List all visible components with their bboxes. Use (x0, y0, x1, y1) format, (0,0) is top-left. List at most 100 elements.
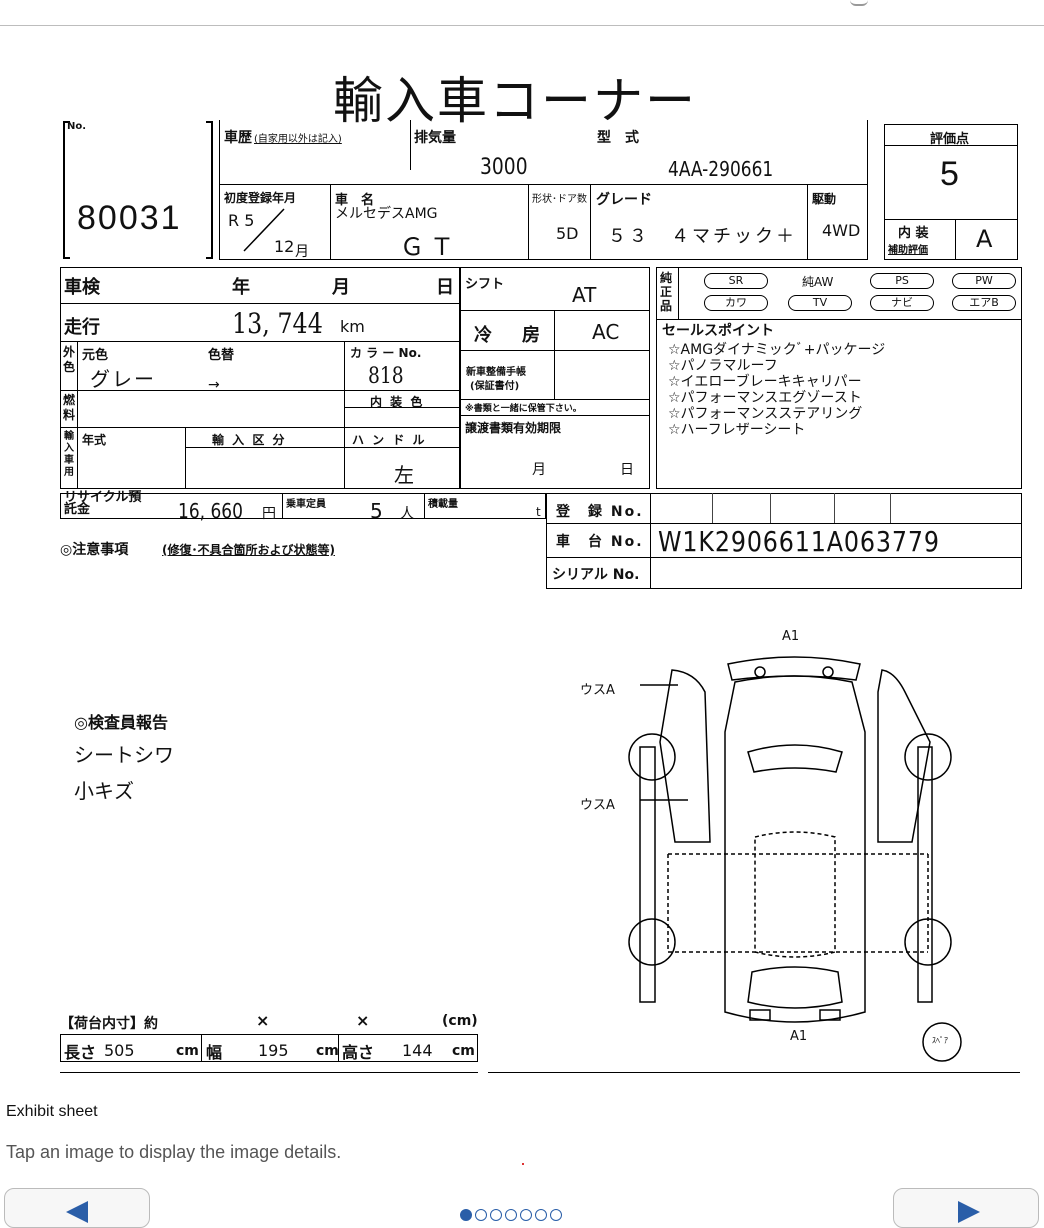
cargo-hgt-value: 144 (402, 1041, 433, 1060)
mileage-label: 走行 (64, 317, 100, 338)
score-label: 評価点 (930, 132, 970, 147)
cargo-wid-label: 幅 (206, 1043, 223, 1062)
sales-point-5: ☆パフォーマンスステアリング (668, 406, 863, 422)
pager-dot[interactable] (535, 1209, 547, 1221)
cargo-unit-paren: (cm) (442, 1013, 478, 1029)
inspection-label: 車検 (64, 277, 100, 298)
import-year-label: 年式 (82, 433, 107, 447)
interior-value: A (976, 225, 993, 253)
prev-image-button[interactable] (4, 1188, 150, 1228)
pager-dot[interactable] (460, 1209, 472, 1221)
body-label: 形状･ドア数 (532, 194, 587, 205)
recycle-unit: 円 (262, 506, 276, 522)
drive-value: 4WD (822, 221, 861, 240)
lot-no-label: No. (67, 121, 87, 132)
sales-point-6: ☆ハーフレザーシート (668, 422, 806, 438)
interior-sublabel: 補助評価 (888, 245, 928, 256)
displacement-label: 排気量 (414, 130, 456, 146)
equip-tv: TV (788, 295, 852, 311)
cargo-table (60, 1034, 478, 1062)
history-note: (自家用以外は記入) (254, 134, 342, 145)
sales-points-table (656, 267, 1022, 489)
chassis-no-value: W1K2906611A063779 (658, 525, 940, 558)
equip-navi: ナビ (870, 295, 934, 311)
pager-dots (460, 1206, 565, 1225)
pager-dot[interactable] (490, 1209, 502, 1221)
fuel-label: 燃料 (63, 393, 76, 422)
diagram-a1-bottom: A1 (790, 1029, 808, 1044)
recycle-label: リサイクル預託金 (64, 490, 142, 517)
cargo-times-1: × (256, 1011, 270, 1030)
grade-value: ５３ ４マチック＋ (608, 226, 797, 247)
orig-color-label: 元色 (82, 348, 109, 363)
import-side-label: 輸入車用 (64, 431, 74, 478)
diagram-mark-2: ウスA (580, 798, 615, 813)
load-unit: t (536, 505, 541, 519)
first-reg-label: 初度登録年月 (224, 191, 297, 205)
lot-bracket (63, 121, 213, 259)
inspector-line-2: 小キズ (74, 779, 134, 803)
load-label: 積載量 (428, 499, 458, 510)
shift-value: AT (572, 283, 597, 307)
color-side-label: 外色 (63, 345, 76, 374)
capacity-unit: 人 (400, 506, 414, 522)
model-code-label: 型 式 (597, 130, 639, 146)
cargo-hgt-label: 高さ (342, 1043, 375, 1062)
capacity-value: 5 (370, 499, 383, 523)
right-arrow-icon (958, 1201, 980, 1223)
grade-label: グレード (596, 192, 652, 208)
diagram-mark-1: ウスA (580, 683, 615, 698)
pager-dot[interactable] (550, 1209, 562, 1221)
pager-dot[interactable] (520, 1209, 532, 1221)
reg-no-label: 登 録 No. (556, 504, 644, 520)
import-category-label: 輸 入 区 分 (212, 433, 287, 447)
cargo-label: 【荷台内寸】約 (60, 1016, 158, 1032)
equip-pw: PW (952, 273, 1016, 289)
shift-table (460, 267, 650, 489)
chassis-no-label: 車 台 No. (556, 534, 644, 550)
car-damage-diagram (628, 656, 962, 1062)
model-code-value: 4AA-290661 (668, 157, 774, 181)
score-box (884, 124, 1018, 260)
genuine-side-label: 純正品 (660, 271, 673, 313)
sales-points-label: セールスポイント (662, 323, 774, 339)
car-maker: メルセデスAMG (335, 206, 438, 222)
handle-label: ハ ン ド ル (352, 433, 427, 447)
transfer-label: 譲渡書類有効期限 (465, 421, 562, 435)
recycle-row (60, 493, 546, 519)
car-model: ＧＴ (400, 233, 460, 261)
next-image-button[interactable] (893, 1188, 1039, 1228)
equip-airbag: エアB (952, 295, 1016, 311)
history-label: 車歴 (224, 130, 252, 146)
sales-point-2: ☆パノラマルーフ (668, 358, 778, 374)
top-divider (0, 25, 1044, 26)
mileage-unit: km (340, 317, 365, 336)
red-dot (522, 1163, 524, 1165)
pager-dot[interactable] (475, 1209, 487, 1221)
repaint-value: → (208, 377, 220, 393)
cargo-len-label: 長さ (64, 1043, 97, 1062)
sales-point-4: ☆パフォーマンスエグゾースト (668, 390, 862, 406)
diagram-a1-top: A1 (782, 629, 800, 644)
first-reg-era: R 5 (228, 211, 255, 230)
lot-number: 80031 (77, 199, 182, 237)
color-code-value: 818 (368, 364, 404, 389)
cargo-wid-unit: cm (316, 1043, 339, 1059)
mileage-value: 13, 744 (232, 307, 323, 340)
reg-slash (243, 208, 285, 252)
equip-ps: PS (870, 273, 934, 289)
exhibit-sheet-image[interactable]: 輸入車コーナー No. 80031 車歴 (自家用以外は記入) 排気量 3000… (0, 27, 1044, 1085)
drive-label: 駆動 (812, 192, 837, 206)
first-reg-month: 12 (274, 237, 295, 256)
handle-value: 左 (394, 463, 414, 487)
left-arrow-icon (66, 1201, 88, 1223)
sales-point-3: ☆イエローブレーキキャリパー (668, 374, 862, 390)
pager-dot[interactable] (505, 1209, 517, 1221)
interior-label: 内 装 (898, 226, 929, 241)
displacement-value: 3000 (480, 155, 528, 180)
inspector-line-1: シートシワ (74, 743, 174, 767)
maintenance-sublabel: (保証書付) (470, 381, 520, 392)
orig-color-value: グレー (90, 367, 156, 391)
transfer-day: 日 (620, 462, 634, 478)
repaint-label: 色替 (208, 348, 235, 363)
